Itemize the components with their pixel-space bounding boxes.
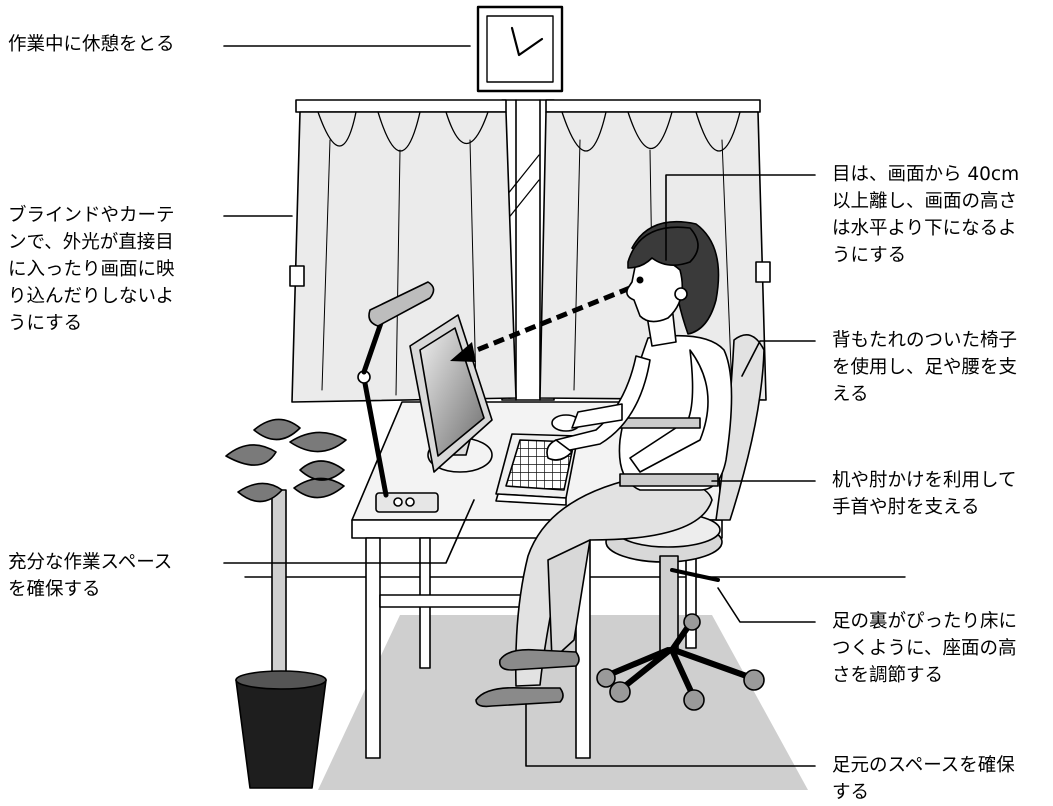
computer-monitor bbox=[409, 314, 493, 473]
callout-feet-line-1: 足の裏がぴったり床に bbox=[832, 611, 1018, 632]
callout-workspace-line-1: 充分な作業スペース bbox=[8, 552, 173, 573]
leader-feet bbox=[717, 587, 816, 623]
callout-armrest: 机や肘かけを利用して 手首や肘を支える bbox=[832, 467, 1016, 521]
callout-workspace-line-2: を確保する bbox=[8, 579, 101, 600]
floor-rug bbox=[318, 615, 808, 790]
callout-chair-line-2: を使用し、足や腰を支 bbox=[832, 357, 1018, 378]
callout-work-space: 充分な作業スペース を確保する bbox=[8, 549, 172, 603]
callout-eyes-line-1: 目は、画面から 40cm bbox=[832, 164, 1020, 185]
callout-leaders bbox=[223, 45, 816, 767]
callout-curtains: ブラインドやカーテ ンで、外光が直接目 に入ったり画面に映 り込んだりしないよ … bbox=[8, 202, 175, 337]
callout-chair-back: 背もたれのついた椅子 を使用し、足や腰を支 える bbox=[832, 327, 1017, 408]
callout-curtain-line-1: ブラインドやカーテ bbox=[8, 205, 175, 226]
potted-plant bbox=[225, 418, 347, 789]
leader-footspace bbox=[525, 703, 816, 767]
callout-eyes-line-2: 以上離し、画面の高さ bbox=[832, 191, 1018, 212]
callout-eye-distance: 目は、画面から 40cm 以上離し、画面の高さ は水平より下になるよ うにする bbox=[832, 161, 1019, 269]
callout-curtain-line-2: ンで、外光が直接目 bbox=[8, 232, 174, 253]
callout-footspace-line-1: 足元のスペースを確保 bbox=[832, 755, 1015, 776]
leader-eyes bbox=[665, 174, 816, 261]
callout-armrest-line-1: 机や肘かけを利用して bbox=[832, 470, 1017, 491]
callout-feet-flat: 足の裏がぴったり床に つくように、座面の高 さを調節する bbox=[832, 608, 1017, 689]
callout-feet-line-3: さを調節する bbox=[832, 665, 944, 686]
callout-curtain-line-3: に入ったり画面に映 bbox=[8, 259, 175, 280]
callout-take-breaks: 作業中に休憩をとる bbox=[8, 31, 175, 58]
callout-armrest-line-2: 手首や肘を支える bbox=[832, 497, 980, 518]
leader-chair bbox=[741, 340, 816, 377]
line-of-sight-arrow bbox=[450, 285, 631, 362]
callout-break-line-1: 作業中に休憩をとる bbox=[8, 34, 175, 55]
seated-person bbox=[475, 220, 733, 708]
callout-footspace-line-2: する bbox=[832, 782, 870, 803]
callout-feet-line-2: つくように、座面の高 bbox=[832, 638, 1017, 659]
wall-clock bbox=[476, 5, 564, 93]
callout-eyes-line-3: は水平より下になるよ bbox=[832, 218, 1017, 239]
leader-workspace bbox=[223, 499, 475, 564]
callout-chair-line-3: える bbox=[832, 384, 869, 405]
callout-eyes-line-4: うにする bbox=[832, 245, 907, 266]
callout-curtain-line-4: り込んだりしないよ bbox=[8, 286, 175, 307]
callout-curtain-line-5: うにする bbox=[8, 313, 83, 334]
callout-chair-line-1: 背もたれのついた椅子 bbox=[832, 330, 1018, 351]
callout-foot-space: 足元のスペースを確保 する bbox=[832, 752, 1015, 806]
desk-lamp bbox=[357, 281, 439, 513]
